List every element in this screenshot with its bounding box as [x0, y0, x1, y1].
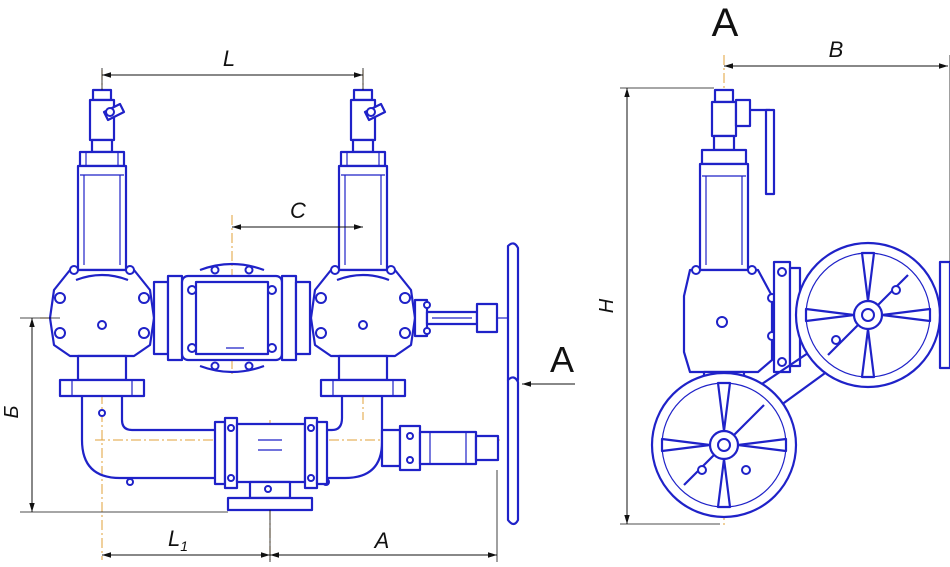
- label-L1: L1: [168, 526, 188, 554]
- label-H: H: [596, 298, 618, 313]
- label-view-A-arrow: A: [550, 339, 574, 380]
- label-B: B: [829, 37, 844, 62]
- dim-C: C: [232, 198, 363, 230]
- lower-gate-valve: [380, 424, 500, 472]
- dim-A: A: [270, 470, 498, 562]
- dim-B: B: [724, 37, 950, 262]
- bottom-tee: [213, 416, 329, 512]
- dim-B-cyr: Б: [1, 317, 228, 513]
- dim-L1: L1: [102, 510, 271, 562]
- side-view-A: B H A: [596, 1, 950, 525]
- label-C: C: [290, 198, 306, 223]
- shaft-right: [413, 298, 499, 338]
- right-safety-valve: [309, 88, 417, 398]
- label-L: L: [223, 46, 235, 71]
- bottom-pipe: [80, 396, 384, 486]
- label-B-cyr: Б: [1, 405, 23, 418]
- side-valve: [682, 88, 802, 374]
- middle-connector: [152, 262, 312, 374]
- front-view: L C Б L1 A A: [1, 46, 575, 562]
- side-handwheel-lower: [650, 371, 798, 519]
- view-arrow-A: A: [522, 339, 575, 387]
- handwheel-edge: [497, 242, 520, 526]
- side-handwheel-upper: [794, 241, 950, 389]
- label-view-A-top: A: [712, 1, 739, 45]
- dim-L: L: [101, 46, 364, 90]
- label-A-dim: A: [373, 528, 390, 553]
- left-safety-valve: [48, 88, 156, 398]
- dim-H: H: [596, 87, 720, 525]
